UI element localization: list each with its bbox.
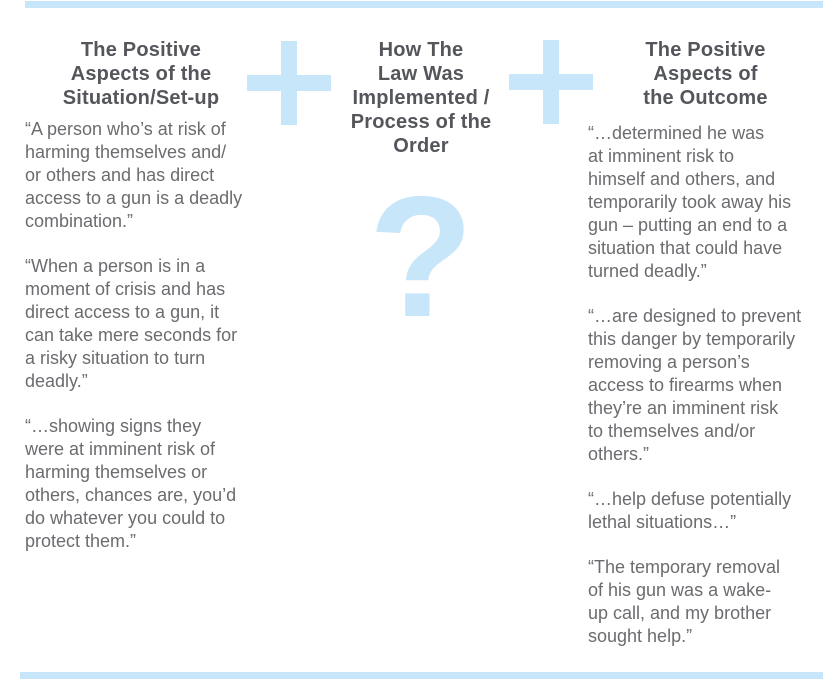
column-title-process-of-order: How The Law Was Implemented / Process of… [350, 39, 492, 157]
column-situation-setup: The Positive Aspects of the Situation/Se… [25, 38, 257, 575]
quote-text: “…help defuse potentially lethal situati… [588, 489, 792, 532]
question-mark-icon: ? [368, 161, 474, 353]
quote-list-outcome: “…determined he was at imminent risk to … [588, 122, 823, 648]
bottom-divider-bar [20, 672, 823, 679]
column-title-situation-setup: The Positive Aspects of the Situation/Se… [62, 39, 220, 109]
quote-text: “…are designed to prevent this danger by… [588, 306, 802, 464]
column-outcome: The Positive Aspects of the Outcome “…de… [588, 38, 823, 670]
quote-text: “…determined he was at imminent risk to … [588, 123, 792, 281]
quote-list-situation-setup: “A person who’s at risk of harming thems… [25, 118, 257, 553]
column-process-of-order: How The Law Was Implemented / Process of… [345, 38, 497, 353]
column-title-outcome: The Positive Aspects of the Outcome [643, 39, 768, 109]
quote-text: “When a person is in a moment of crisis … [25, 256, 238, 391]
plus-icon [509, 40, 593, 124]
plus-icon-vertical-bar [281, 41, 297, 125]
quote-text: “A person who’s at risk of harming thems… [25, 119, 243, 231]
plus-icon-vertical-bar [543, 40, 559, 124]
top-divider-bar [25, 1, 823, 8]
plus-icon [247, 41, 331, 125]
quote-text: “…showing signs they were at imminent ri… [25, 416, 237, 551]
quote-text: “The temporary removal of his gun was a … [588, 557, 781, 646]
